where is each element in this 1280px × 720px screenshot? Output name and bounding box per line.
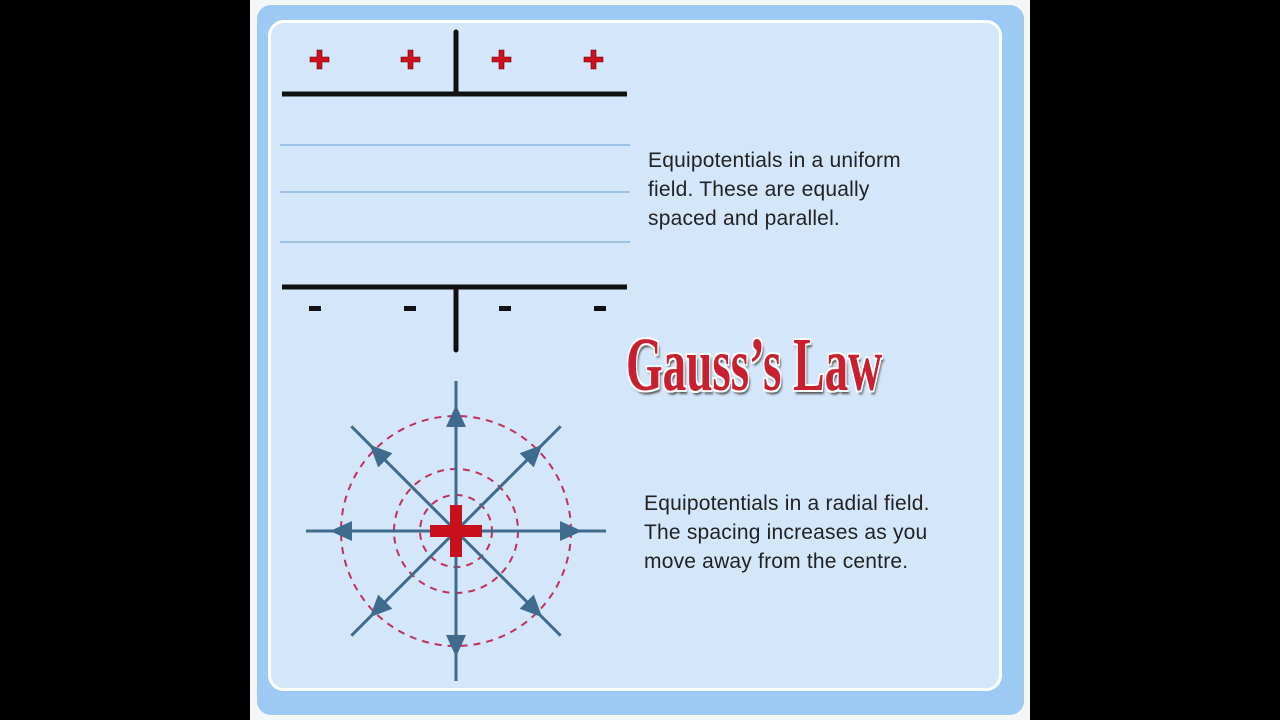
caption-line: spaced and parallel.	[648, 207, 840, 230]
field-line	[350, 529, 458, 637]
caption-line: move away from the centre.	[644, 550, 909, 573]
uniform-field-caption: Equipotentials in a uniform field. These…	[648, 146, 901, 233]
plus-charge-icon	[309, 49, 330, 70]
arrowhead-icon	[369, 594, 393, 618]
page-title: Gauss’s Law	[626, 323, 883, 407]
caption-line: Equipotentials in a radial field.	[644, 492, 930, 515]
plus-charge-icon	[583, 49, 604, 70]
minus-charge-icon	[594, 306, 606, 311]
caption-line: Equipotentials in a uniform	[648, 149, 901, 172]
field-line	[454, 529, 562, 637]
arrowhead-icon	[519, 594, 543, 618]
plus-charge-icon	[491, 49, 512, 70]
minus-charge-icon	[309, 306, 321, 311]
arrowhead-icon	[560, 521, 582, 541]
field-line	[350, 425, 458, 533]
radial-field-diagram	[306, 381, 606, 681]
caption-line: The spacing increases as you	[644, 521, 928, 544]
positive-charges	[309, 49, 604, 70]
center-charge-plus-icon	[430, 505, 482, 557]
minus-charge-icon	[404, 306, 416, 311]
slide	[250, 0, 1030, 720]
arrowhead-icon	[330, 521, 352, 541]
negative-charges	[309, 306, 606, 311]
arrowhead-icon	[369, 444, 393, 468]
plus-charge-icon	[400, 49, 421, 70]
uniform-field-diagram	[280, 29, 630, 353]
radial-field-caption: Equipotentials in a radial field. The sp…	[644, 489, 930, 576]
arrowhead-icon	[446, 405, 466, 427]
arrowhead-icon	[519, 444, 543, 468]
minus-charge-icon	[499, 306, 511, 311]
content-panel	[268, 20, 1002, 691]
arrowhead-icon	[446, 635, 466, 657]
caption-line: field. These are equally	[648, 178, 870, 201]
field-line	[454, 425, 562, 533]
